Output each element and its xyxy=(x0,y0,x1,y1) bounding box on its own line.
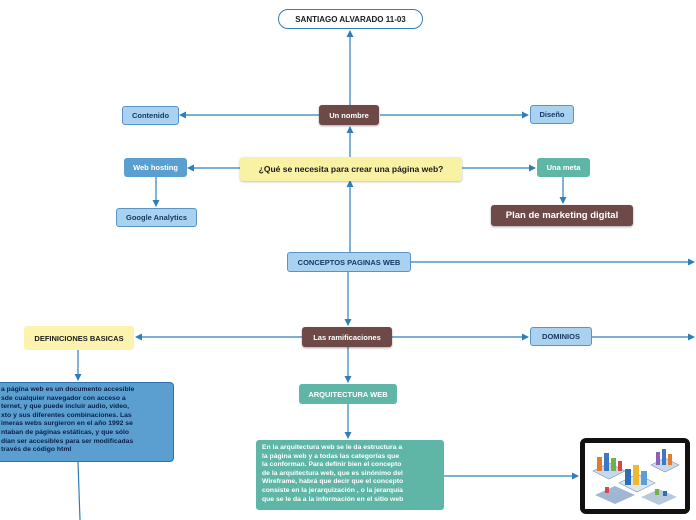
isometric-stack-center xyxy=(618,465,656,493)
title-node[interactable]: SANTIAGO ALVARADO 11-03 xyxy=(278,9,423,29)
una-meta-node[interactable]: Una meta xyxy=(537,158,590,177)
definicion-text-node[interactable]: a página web es un documento accesible s… xyxy=(0,382,174,462)
google-analytics-node[interactable]: Google Analytics xyxy=(116,208,197,227)
website-architecture-image[interactable] xyxy=(580,438,690,514)
arquitectura-node[interactable]: ARQUITECTURA WEB xyxy=(299,384,397,404)
web-hosting-node[interactable]: Web hosting xyxy=(124,158,187,177)
plan-marketing-node[interactable]: Plan de marketing digital xyxy=(491,205,633,226)
contenido-node[interactable]: Contenido xyxy=(122,106,179,125)
definiciones-node[interactable]: DEFINICIONES BASICAS xyxy=(24,326,134,350)
edge-definicion-down xyxy=(77,461,81,520)
website-architecture-illustration-icon xyxy=(585,443,685,509)
dominios-node[interactable]: DOMINIOS xyxy=(530,327,592,346)
arquitectura-text-node[interactable]: En la arquitectura web se le da estructu… xyxy=(256,440,444,510)
central-question-node[interactable]: ¿Qué se necesita para crear una página w… xyxy=(240,157,462,181)
diseno-node[interactable]: Diseño xyxy=(530,105,574,124)
ramificaciones-node[interactable]: Las ramificaciones xyxy=(302,327,392,347)
isometric-stack-right xyxy=(650,449,680,473)
un-nombre-node[interactable]: Un nombre xyxy=(319,105,379,125)
base-platforms xyxy=(595,486,677,505)
conceptos-node[interactable]: CONCEPTOS PAGINAS WEB xyxy=(287,252,411,272)
